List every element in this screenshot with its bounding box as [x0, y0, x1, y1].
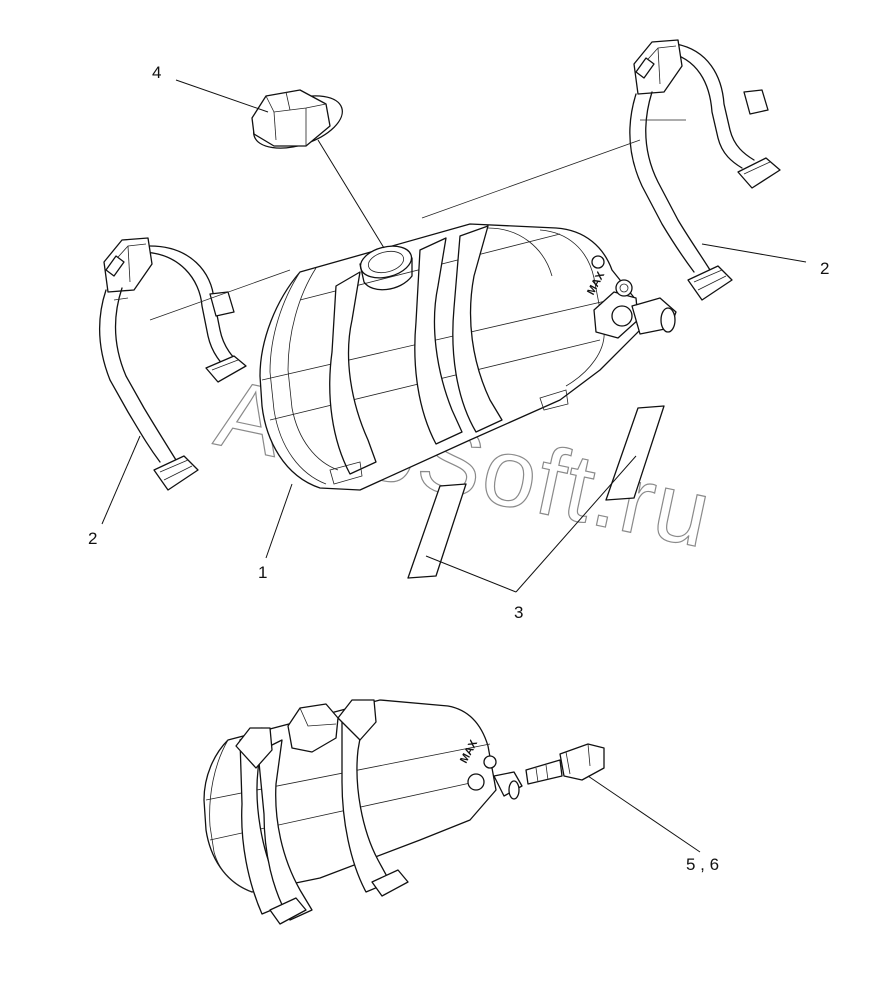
left-strap-part-2	[98, 237, 291, 491]
assembled-tank-view: MAX	[203, 699, 523, 925]
rubber-pads-part-3	[407, 405, 665, 579]
leader-lines	[101, 79, 807, 853]
callout-2-left: 2	[88, 529, 97, 548]
callout-2-right: 2	[820, 259, 829, 278]
callout-3: 3	[514, 603, 523, 622]
callout-1: 1	[258, 563, 267, 582]
callout-4: 4	[152, 63, 161, 82]
right-strap-part-2	[629, 39, 781, 301]
coolant-tank-part-1: MAX	[259, 223, 677, 491]
level-sensor-part-5-6	[525, 743, 605, 785]
filler-cap-part-4	[251, 89, 343, 149]
callout-5-6: 5 , 6	[686, 855, 719, 874]
